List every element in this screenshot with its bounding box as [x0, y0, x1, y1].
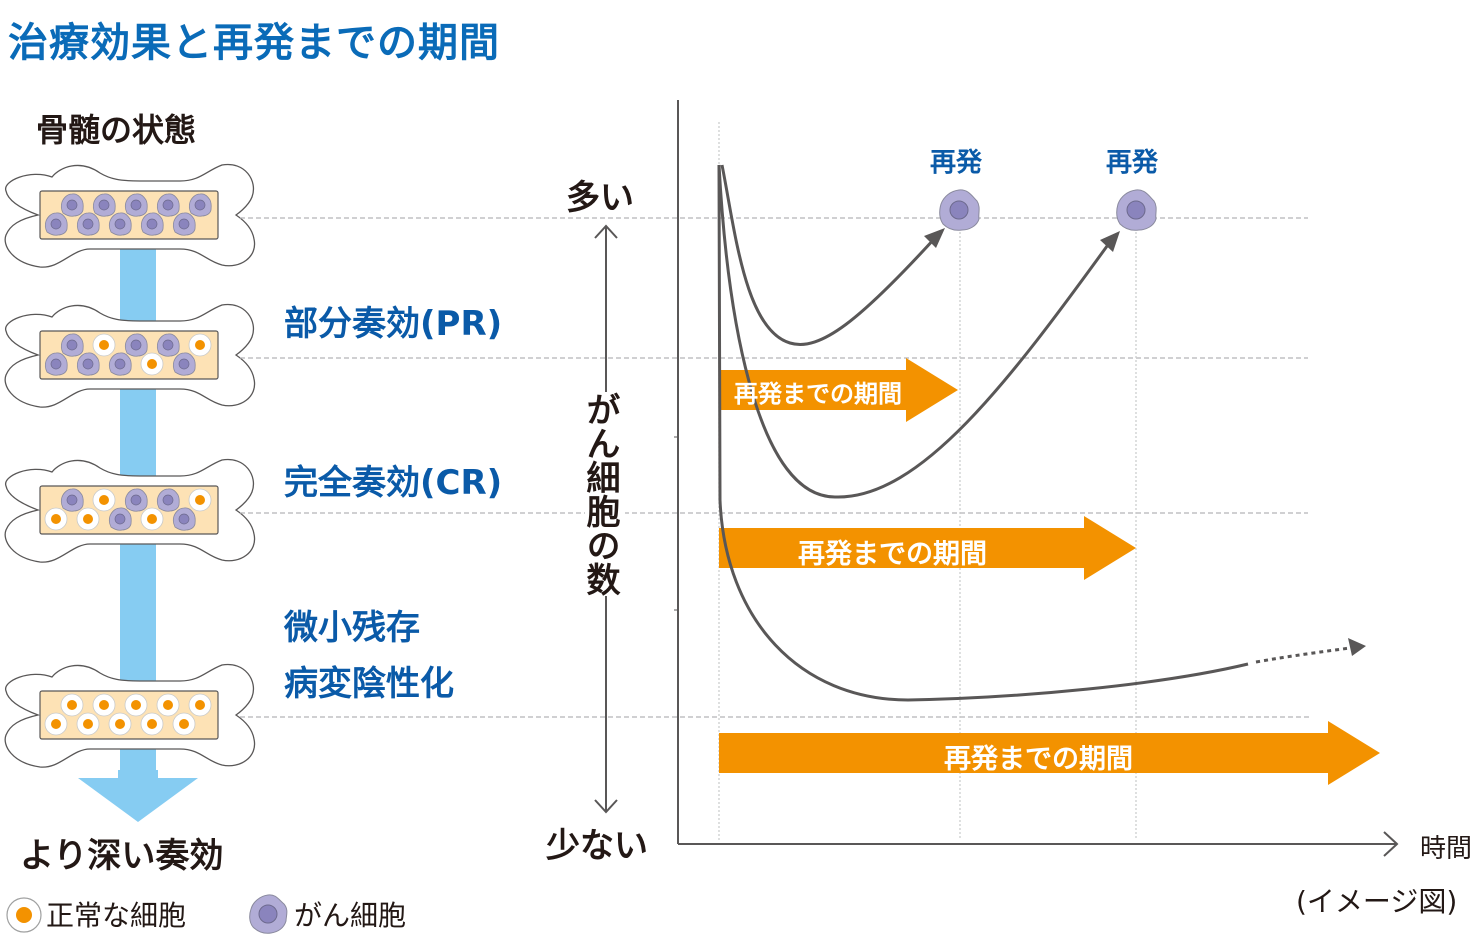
normal-cell	[92, 693, 116, 717]
response-label-pr: 部分奏効(PR)	[284, 304, 503, 344]
cancer-cell	[44, 212, 68, 236]
cancer-cell	[60, 333, 84, 357]
normal-cell	[188, 333, 212, 357]
response-label-mrd-line2: 病変陰性化	[284, 664, 454, 704]
x-axis-title: 時間	[1420, 834, 1473, 864]
bone-pr	[4, 303, 256, 408]
normal-cell	[156, 693, 180, 717]
cancer-cell	[156, 193, 180, 217]
normal-cell	[140, 507, 164, 531]
y-scale-arrowhead-up	[594, 224, 618, 239]
cancer-cell	[92, 193, 116, 217]
normal-cell	[140, 712, 164, 736]
period-arrow-mrd	[719, 721, 1380, 785]
normal-cell	[60, 693, 84, 717]
normal-cell	[76, 712, 100, 736]
cancer-cell	[108, 212, 132, 236]
cancer-cell	[76, 212, 100, 236]
normal-cell	[188, 488, 212, 512]
relapse-cell-icon-1	[939, 189, 980, 231]
cancer-cell	[188, 193, 212, 217]
cancer-cell	[140, 212, 164, 236]
legend-normal-label: 正常な細胞	[46, 899, 187, 932]
period-arrow-pr	[719, 358, 958, 422]
cancer-cell	[44, 352, 68, 376]
normal-cell	[44, 712, 68, 736]
cancer-cell	[172, 507, 196, 531]
y-axis-high-label: 多い	[566, 178, 634, 218]
relapse-cell-icon-2	[1116, 189, 1157, 231]
cancer-cell	[124, 193, 148, 217]
normal-cell	[92, 488, 116, 512]
period-arrow-cr	[719, 516, 1136, 580]
bone-baseline	[4, 163, 256, 268]
cancer-cell	[124, 333, 148, 357]
cancer-cell	[108, 352, 132, 376]
deeper-response-label: より深い奏効	[20, 836, 224, 876]
curve-cr-arrowhead	[1100, 231, 1120, 252]
bone-mrd-negative	[4, 663, 256, 768]
normal-cell-legend-icon	[6, 897, 42, 933]
normal-cell	[108, 712, 132, 736]
cancer-cell	[156, 488, 180, 512]
response-label-cr: 完全奏効(CR)	[284, 463, 503, 503]
period-label-cr: 再発までの期間	[798, 539, 987, 570]
legend-cancer-label: がん細胞	[294, 899, 407, 932]
normal-cell	[140, 352, 164, 376]
cancer-cell	[60, 193, 84, 217]
cancer-cell	[60, 488, 84, 512]
normal-cell	[172, 712, 196, 736]
relapse-label-1: 再発	[930, 148, 983, 178]
cancer-cell	[172, 212, 196, 236]
curve-mrd-arrowhead	[1348, 638, 1366, 656]
curve-cr	[717, 164, 1112, 499]
normal-cell	[44, 507, 68, 531]
relapse-label-2: 再発	[1106, 148, 1159, 178]
curve-pr	[720, 164, 937, 346]
bone-cr	[4, 458, 256, 563]
curve-mrd-dotted	[1255, 646, 1351, 664]
page-title: 治療効果と再発までの期間	[8, 20, 500, 66]
normal-cell	[124, 693, 148, 717]
period-label-pr: 再発までの期間	[734, 380, 902, 408]
x-axis-arrowhead	[1383, 831, 1399, 857]
curve-pr-arrowhead	[924, 228, 945, 248]
y-axis-title: がん細胞の数	[580, 392, 625, 596]
normal-cell	[76, 507, 100, 531]
period-label-mrd: 再発までの期間	[944, 744, 1133, 775]
cancer-cell	[108, 507, 132, 531]
normal-cell	[92, 333, 116, 357]
curve-mrd	[717, 164, 1249, 702]
cancer-cell-legend-icon	[249, 894, 288, 934]
cancer-cell	[124, 488, 148, 512]
cancer-cell	[156, 333, 180, 357]
y-axis-low-label: 少ない	[546, 826, 648, 866]
image-note: (イメージ図)	[1296, 885, 1458, 918]
y-scale-arrowhead-down	[594, 799, 618, 814]
cancer-cell	[172, 352, 196, 376]
marrow-panel	[4, 163, 256, 822]
cancer-cell	[76, 352, 100, 376]
response-label-mrd-line1: 微小残存	[284, 608, 420, 648]
normal-cell	[188, 693, 212, 717]
marrow-state-heading: 骨髄の状態	[36, 111, 197, 149]
